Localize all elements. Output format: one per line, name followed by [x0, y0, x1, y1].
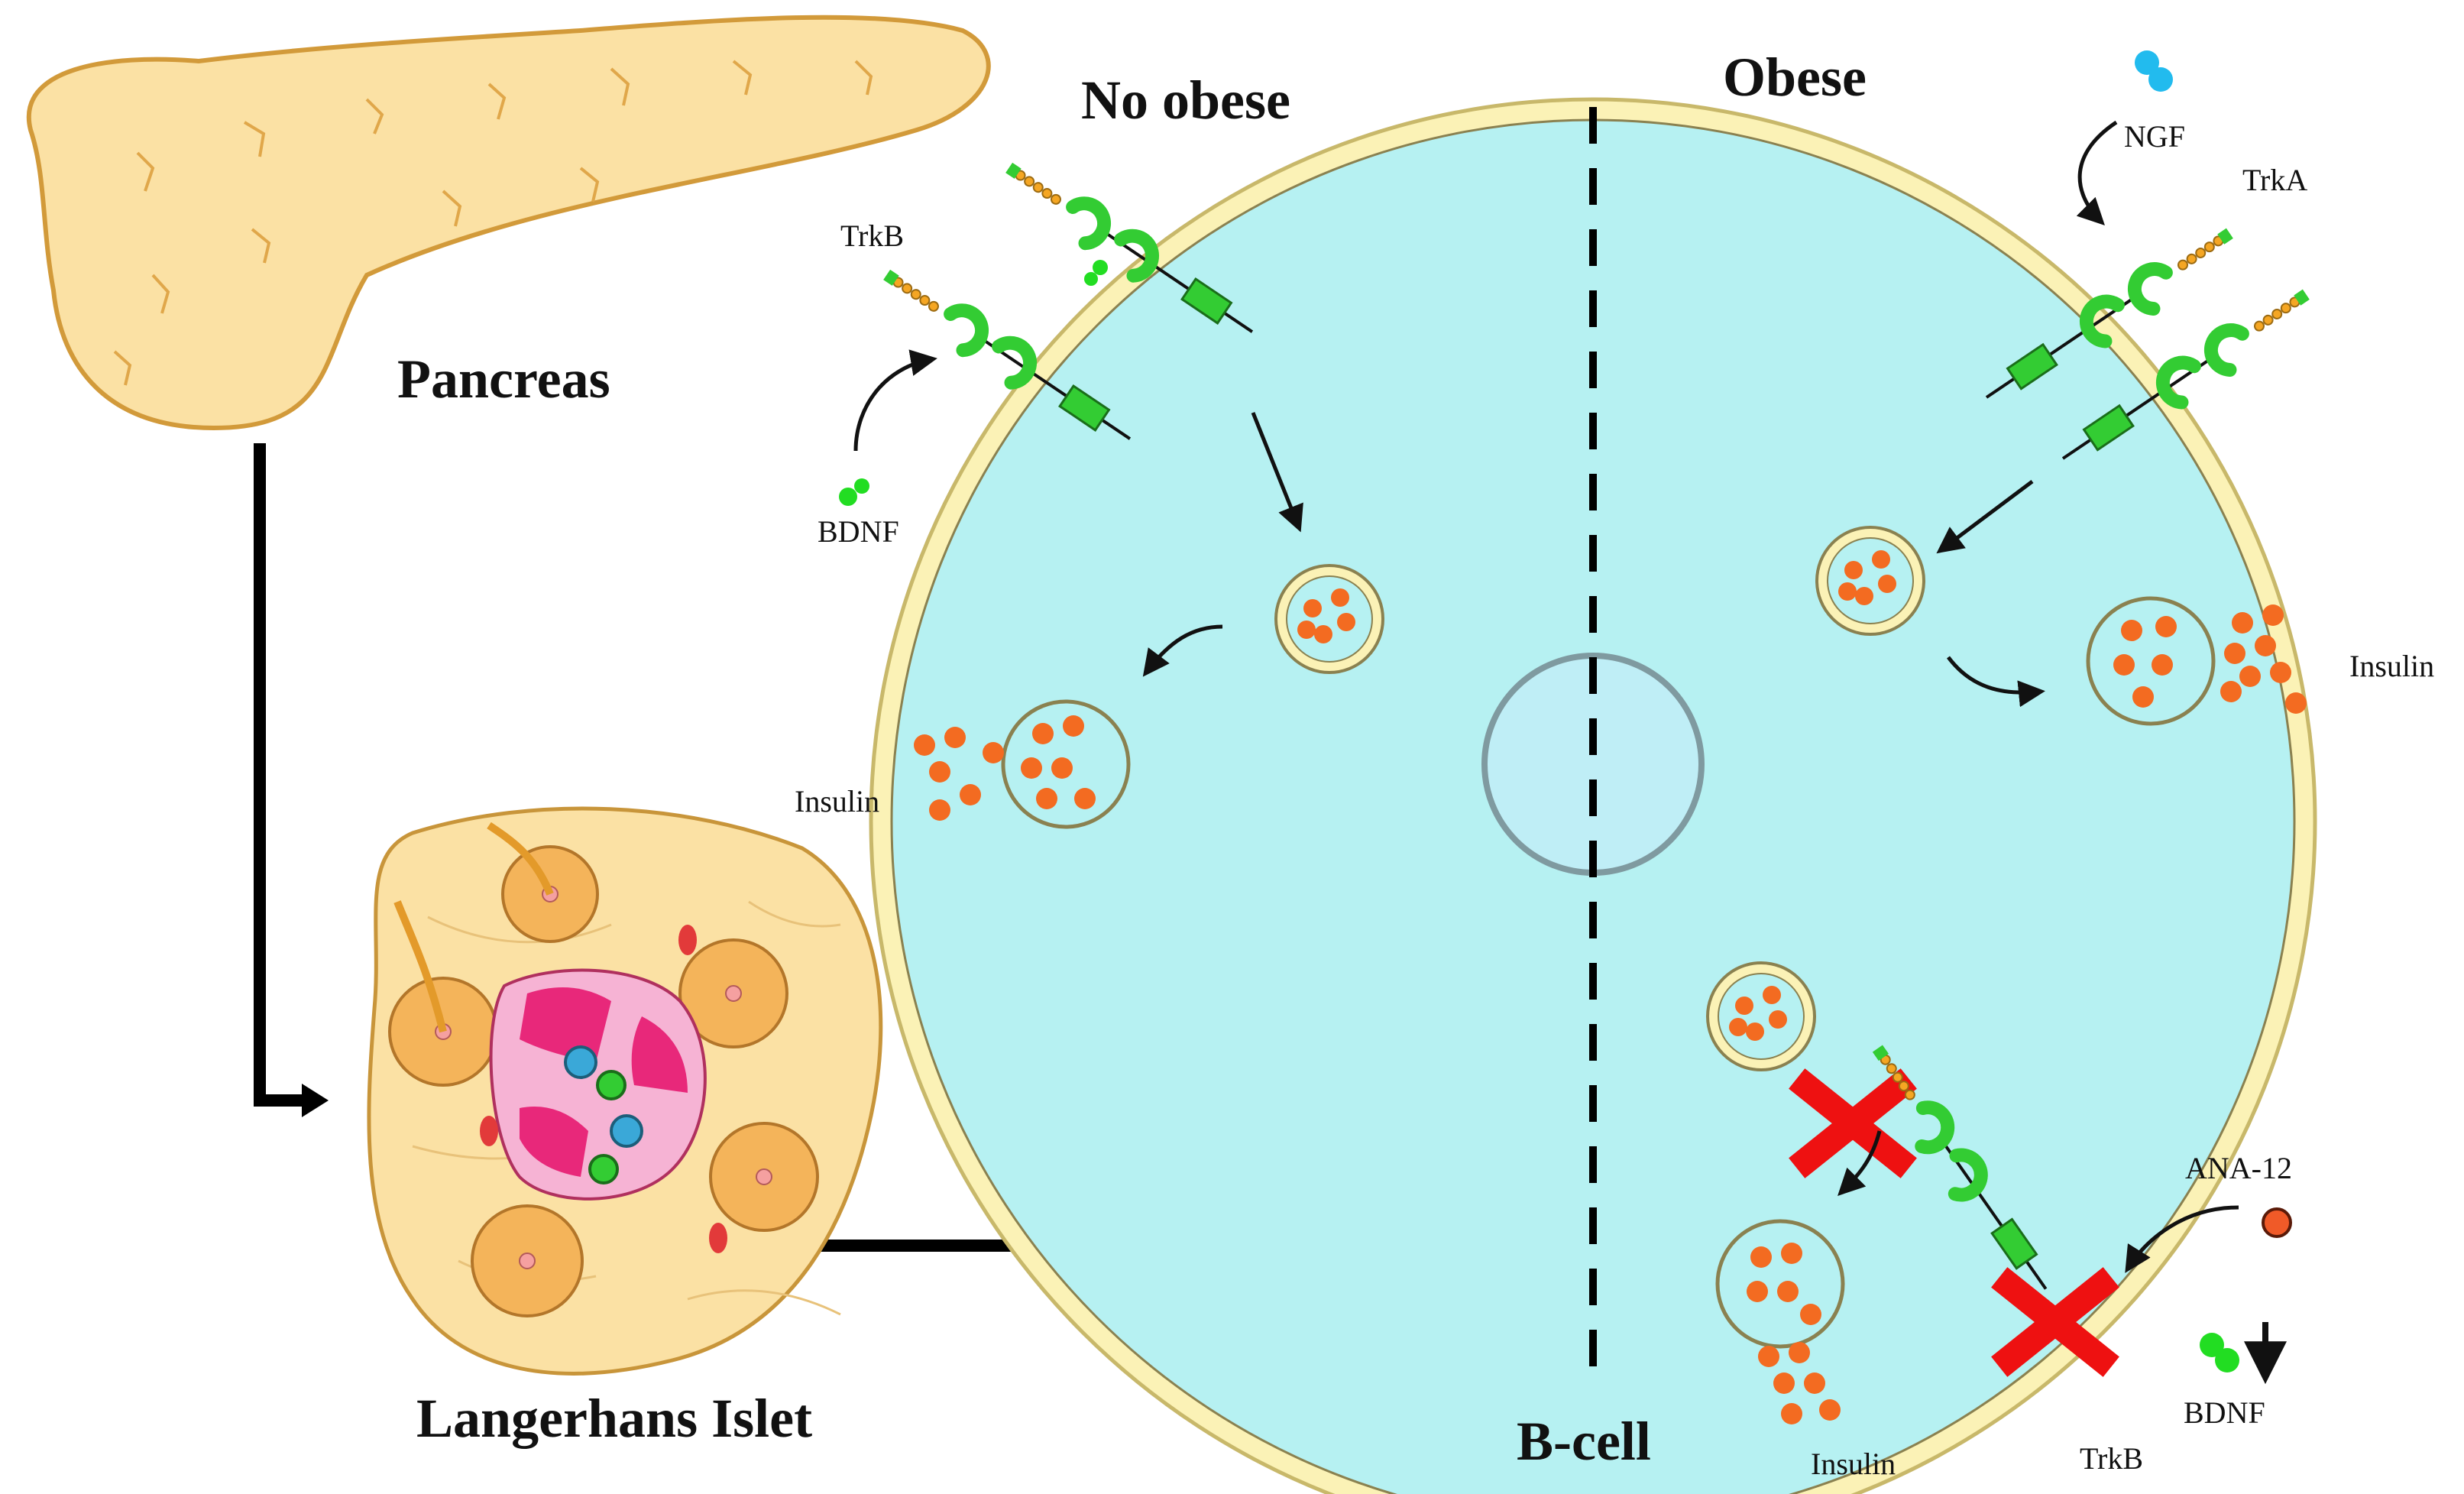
- insulin-label-right: Insulin: [2349, 649, 2435, 683]
- trka-label: TrkA: [2242, 163, 2308, 197]
- ngf-molecule: [2135, 50, 2173, 92]
- insulin-vesicle-left: [1274, 564, 1384, 674]
- langerhans-islet-illustration: [367, 806, 883, 1376]
- ana12-label: ANA-12: [2185, 1151, 2292, 1185]
- bdnf-molecules-left: [839, 260, 1108, 506]
- insulin-released-right: [2220, 604, 2307, 714]
- insulin-released-left: [914, 727, 1004, 821]
- signal-arrow-left: [1251, 412, 1303, 533]
- arrowhead-islet: [302, 1084, 329, 1117]
- exocytosis-vesicle-left: [1001, 699, 1131, 829]
- bdnf-molecules-right: [2200, 1333, 2239, 1372]
- pancreas-label: Pancreas: [397, 348, 610, 410]
- signal-arrow-right: [1936, 480, 2034, 554]
- pancreas-illustration: [26, 15, 991, 431]
- insulin-released-bottom: [1758, 1342, 1841, 1424]
- b-cell: [869, 97, 2317, 1494]
- exocytosis-vesicle-right: [2086, 596, 2216, 726]
- exocytosis-vesicle-bottom: [1715, 1219, 1845, 1349]
- bdnf-binding-arrow: [853, 349, 937, 452]
- blocked-exocytosis-arrow: [1837, 1130, 1882, 1196]
- exocytosis-arrow-left: [1142, 624, 1223, 677]
- obese-label: Obese: [1723, 47, 1867, 108]
- b-cell-label: B-cell: [1517, 1411, 1651, 1472]
- islet-label: Langerhans Islet: [416, 1388, 813, 1449]
- ana12-molecule: [2262, 1207, 2292, 1238]
- bdnf-label-right: BDNF: [2184, 1395, 2265, 1430]
- insulin-vesicle-bottom: [1706, 961, 1816, 1071]
- exocytosis-arrow-right: [1947, 656, 2045, 708]
- no-obese-label: No obese: [1081, 70, 1290, 131]
- ngf-binding-arrow: [2076, 120, 2118, 225]
- ana12-arrow: [2125, 1205, 2239, 1273]
- bdnf-label-left: BDNF: [818, 514, 899, 549]
- trkb-label-right: TrkB: [2080, 1441, 2144, 1476]
- insulin-vesicle-right: [1815, 526, 1925, 636]
- ngf-label: NGF: [2124, 119, 2186, 154]
- insulin-label-bottom: Insulin: [1811, 1447, 1896, 1481]
- trkb-label-left: TrkB: [840, 219, 905, 253]
- insulin-label-left: Insulin: [795, 784, 880, 818]
